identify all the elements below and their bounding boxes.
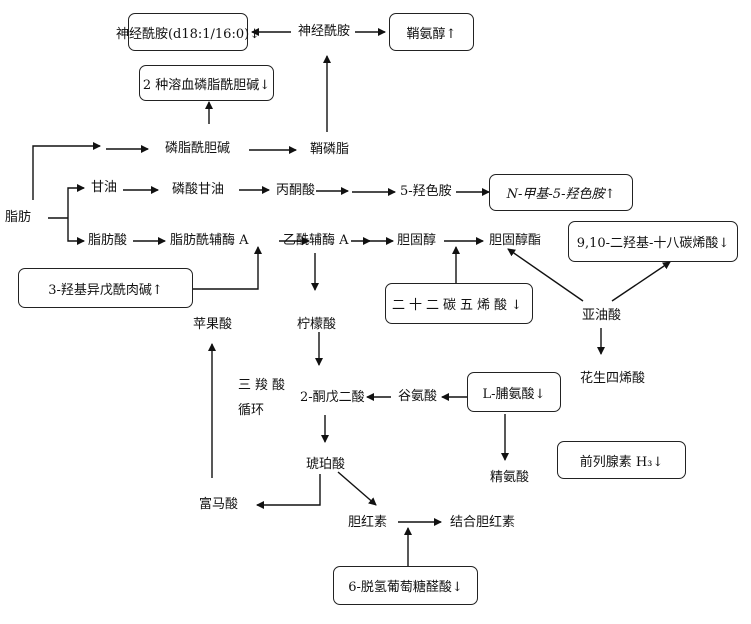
arachidonic-acid-label: 花生四烯酸 [580,371,646,386]
tca-cycle-label-line1: 三羧酸 [238,378,290,393]
fat-label: 脂肪 [5,210,32,225]
hydroxyisovaleryl-carnitine-box: 3-羟基异戊酰肉碱↑ [18,268,193,308]
citrate-label: 柠檬酸 [297,317,337,332]
succinate-label: 琥珀酸 [306,457,346,472]
sphingophospholipid-label: 鞘磷脂 [310,142,350,157]
fatty-acyl-coa-label: 脂肪酰辅酶 A [170,233,249,248]
serotonin-label: 5-羟色胺 [400,184,452,199]
arrow-succinate-to-fumarate [256,474,321,509]
linoleic-acid-label: 亚油酸 [582,308,622,323]
ceramide-label: 神经酰胺 [298,24,351,39]
malate-label: 苹果酸 [193,317,233,332]
ceramide-d18-box: 神经酰胺(d18:1/16:0)↓ [116,13,260,51]
tca-cycle-label-line2: 循环 [238,403,265,418]
arrow-fat-to-glycerol [67,184,85,218]
pyruvate-label: 丙酮酸 [276,183,316,198]
methylserotonin-box: N-甲基-5-羟色胺↑ [489,174,633,211]
cholesterol-label: 胆固醇 [397,233,437,248]
glycerol-label: 甘油 [91,180,118,195]
glycerophosphate-label: 磷酸甘油 [172,182,225,197]
arrow-fat-to-fatty-acid [67,218,85,245]
bilirubin-label: 胆红素 [348,515,388,530]
ketoglutarate-label: 2-酮戊二酸 [300,390,365,405]
arrow-succinate-to-bilirubin [337,471,377,506]
acetyl-coa-label: 乙酰辅酶 A [283,233,349,248]
prostaglandin-box: 前列腺素 H₃↓ [557,441,686,479]
cholesteryl-ester-label: 胆固醇酯 [489,233,542,248]
arrow-fat-to-pc [32,142,101,200]
glutamate-label: 谷氨酸 [398,389,438,404]
arginine-label: 精氨酸 [490,470,530,485]
arrow-hydroxyisovaleryl-to-acyl-coa [193,246,262,290]
dehydrogluconic-box: 6-脱氢葡萄糖醛酸↓ [333,566,478,605]
sphingosine-box: 鞘氨醇↑ [389,13,474,51]
dihydroxy-octadecenoic-box: 9,10-二羟基-十八碳烯酸↓ [568,221,738,262]
arrow-linoleic-to-ester [507,248,584,302]
docosapentaenoic-box: 二十二碳五烯酸↓ [385,283,533,324]
proline-box: L-脯氨酸↓ [467,372,561,412]
phosphatidylcholine-label: 磷脂酰胆碱 [165,141,231,156]
arrow-linoleic-to-dihydroxy [611,261,671,302]
lysopc-box: 2 种溶血磷脂酰胆碱↓ [139,65,274,101]
fatty-acid-label: 脂肪酸 [88,233,128,248]
fumarate-label: 富马酸 [199,497,239,512]
conjugated-bilirubin-label: 结合胆红素 [450,515,516,530]
